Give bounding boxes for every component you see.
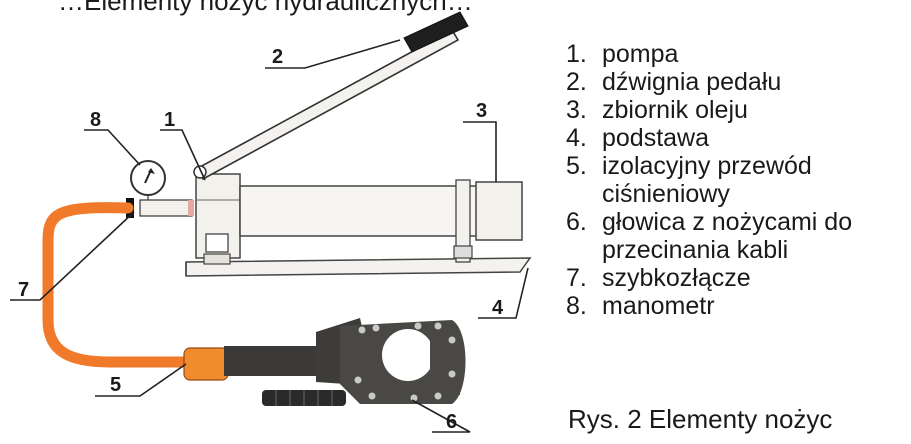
legend-number: 1. (566, 40, 587, 68)
cutter-head (224, 318, 466, 404)
legend-item: 5. izolacyjny przewód ciśnieniowy (566, 152, 911, 208)
legend-number: 6. (566, 208, 587, 236)
callout-5: 5 (110, 374, 121, 396)
callout-2: 2 (272, 46, 283, 68)
callout-4: 4 (492, 297, 504, 319)
pressure-gauge (130, 160, 166, 196)
hydraulic-cutter-diagram: 1 2 3 4 5 6 7 8 (10, 11, 532, 433)
oil-tank (239, 179, 523, 263)
figure-caption: Rys. 2 Elementy nożyc (568, 404, 833, 434)
cropped-heading: …Elementy nożyc hydraulicznych… (58, 0, 473, 16)
legend-item: 4. podstawa (566, 124, 911, 152)
hose-sleeve (183, 347, 229, 381)
grip-bar (262, 390, 346, 406)
legend-number: 7. (566, 264, 587, 292)
legend-item: 7. szybkozłącze (566, 264, 911, 292)
base-plate (185, 257, 532, 277)
legend-text: podstawa (602, 124, 710, 152)
callout-7: 7 (18, 279, 29, 301)
legend-text: zbiornik oleju (602, 96, 748, 124)
legend-text: pompa (602, 40, 679, 68)
legend-text: szybkozłącze (602, 264, 751, 292)
callout-3: 3 (476, 100, 487, 122)
legend-number: 5. (566, 152, 587, 180)
lever-handle (193, 11, 469, 181)
legend-number: 8. (566, 292, 587, 320)
legend-number: 2. (566, 68, 587, 96)
legend-number: 4. (566, 124, 587, 152)
legend-text: manometr (602, 292, 715, 320)
legend-item: 2. dźwignia pedału (566, 68, 911, 96)
callout-6: 6 (446, 411, 457, 433)
insulated-hose (42, 202, 202, 368)
leader-lines (10, 39, 529, 433)
legend-item: 8. manometr (566, 292, 911, 320)
pump-body (195, 173, 241, 265)
callout-1: 1 (164, 109, 175, 131)
legend-text: dźwignia pedału (602, 68, 782, 96)
legend-item: 1. pompa (566, 40, 911, 68)
callout-8: 8 (90, 109, 101, 131)
legend-text: głowica z nożycami do przecinania kabli (602, 208, 853, 264)
parts-legend: 1. pompa 2. dźwignia pedału 3. zbiornik ole… (566, 40, 911, 320)
legend-item: 6. głowica z nożycami do przecinania kabl… (566, 208, 911, 264)
legend-item: 3. zbiornik oleju (566, 96, 911, 124)
legend-text: izolacyjny przewód ciśnieniowy (602, 152, 812, 208)
quick-coupler (126, 194, 194, 218)
legend-number: 3. (566, 96, 587, 124)
